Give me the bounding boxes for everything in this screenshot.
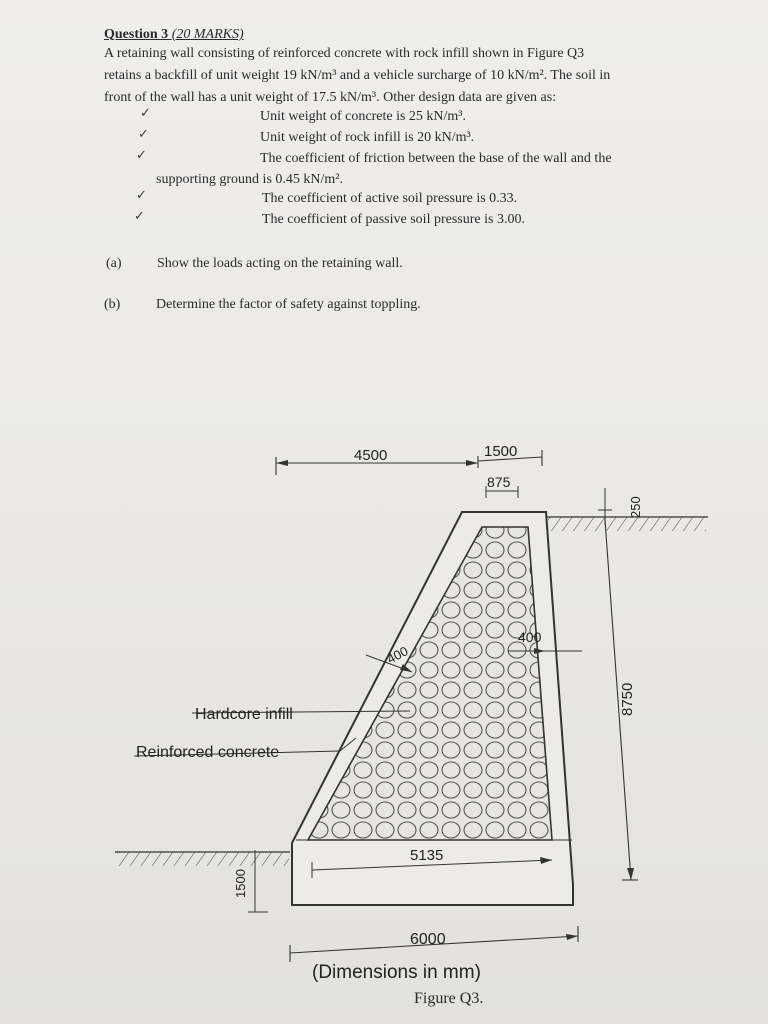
dimension-label-8750: 8750 xyxy=(619,683,636,716)
dimension-875 xyxy=(485,486,519,498)
dimension-5135 xyxy=(311,857,553,878)
concrete-leader-line xyxy=(133,750,341,757)
dimension-400-left xyxy=(365,654,413,673)
dimension-4500 xyxy=(275,457,478,475)
data-item: The coefficient of passive soil pressure… xyxy=(262,212,525,227)
data-item: Unit weight of concrete is 25 kN/m³. xyxy=(260,109,466,124)
tick-mark-icon: ✓ xyxy=(140,106,151,121)
dimension-label-5135: 5135 xyxy=(410,847,443,864)
part-label: (a) xyxy=(106,256,122,271)
dimensions-note: (Dimensions in mm) xyxy=(312,962,481,983)
question-marks: (20 MARKS) xyxy=(171,27,244,42)
dimension-label-6000: 6000 xyxy=(410,931,446,948)
tick-mark-icon: ✓ xyxy=(136,148,147,163)
dimension-label-250: 250 xyxy=(628,496,643,518)
backfill-ground-hatch xyxy=(546,516,708,531)
tick-mark-icon: ✓ xyxy=(136,188,147,203)
dimension-400-right xyxy=(508,648,582,654)
label-reinforced-concrete: Reinforced concrete xyxy=(136,744,279,761)
part-text: Show the loads acting on the retaining w… xyxy=(157,256,403,271)
question-intro-line-2: retains a backfill of unit weight 19 kN/… xyxy=(104,68,611,83)
figure-caption: Figure Q3. xyxy=(414,990,484,1007)
dimension-1500-top xyxy=(477,450,543,468)
data-item: Unit weight of rock infill is 20 kN/m³. xyxy=(260,130,475,145)
data-item: supporting ground is 0.45 kN/m². xyxy=(156,172,343,187)
dimension-8750 xyxy=(604,519,638,881)
question-intro-line-3: front of the wall has a unit weight of 1… xyxy=(104,90,557,105)
question-intro-line-1: A retaining wall consisting of reinforce… xyxy=(104,46,585,61)
dimension-label-400-right: 400 xyxy=(518,629,542,645)
dimension-label-1500-top: 1500 xyxy=(484,443,517,460)
front-ground-hatch xyxy=(115,851,290,866)
data-item: The coefficient of friction between the … xyxy=(260,151,612,166)
tick-mark-icon: ✓ xyxy=(138,127,149,142)
label-hardcore-infill: Hardcore infill xyxy=(195,706,293,723)
data-item: The coefficient of active soil pressure … xyxy=(262,191,518,206)
dimension-250 xyxy=(598,488,612,525)
dimension-label-1500-left: 1500 xyxy=(233,869,248,898)
hardcore-leader-line xyxy=(191,710,411,714)
part-label: (b) xyxy=(104,297,121,312)
dimension-1500-left xyxy=(248,850,268,913)
dimension-6000 xyxy=(289,926,579,962)
dimension-label-875: 875 xyxy=(487,474,511,490)
question-title: Question 3 (20 MARKS) xyxy=(104,27,244,42)
tick-mark-icon: ✓ xyxy=(134,209,145,224)
part-text: Determine the factor of safety against t… xyxy=(156,297,421,312)
dimension-label-4500: 4500 xyxy=(354,447,387,464)
